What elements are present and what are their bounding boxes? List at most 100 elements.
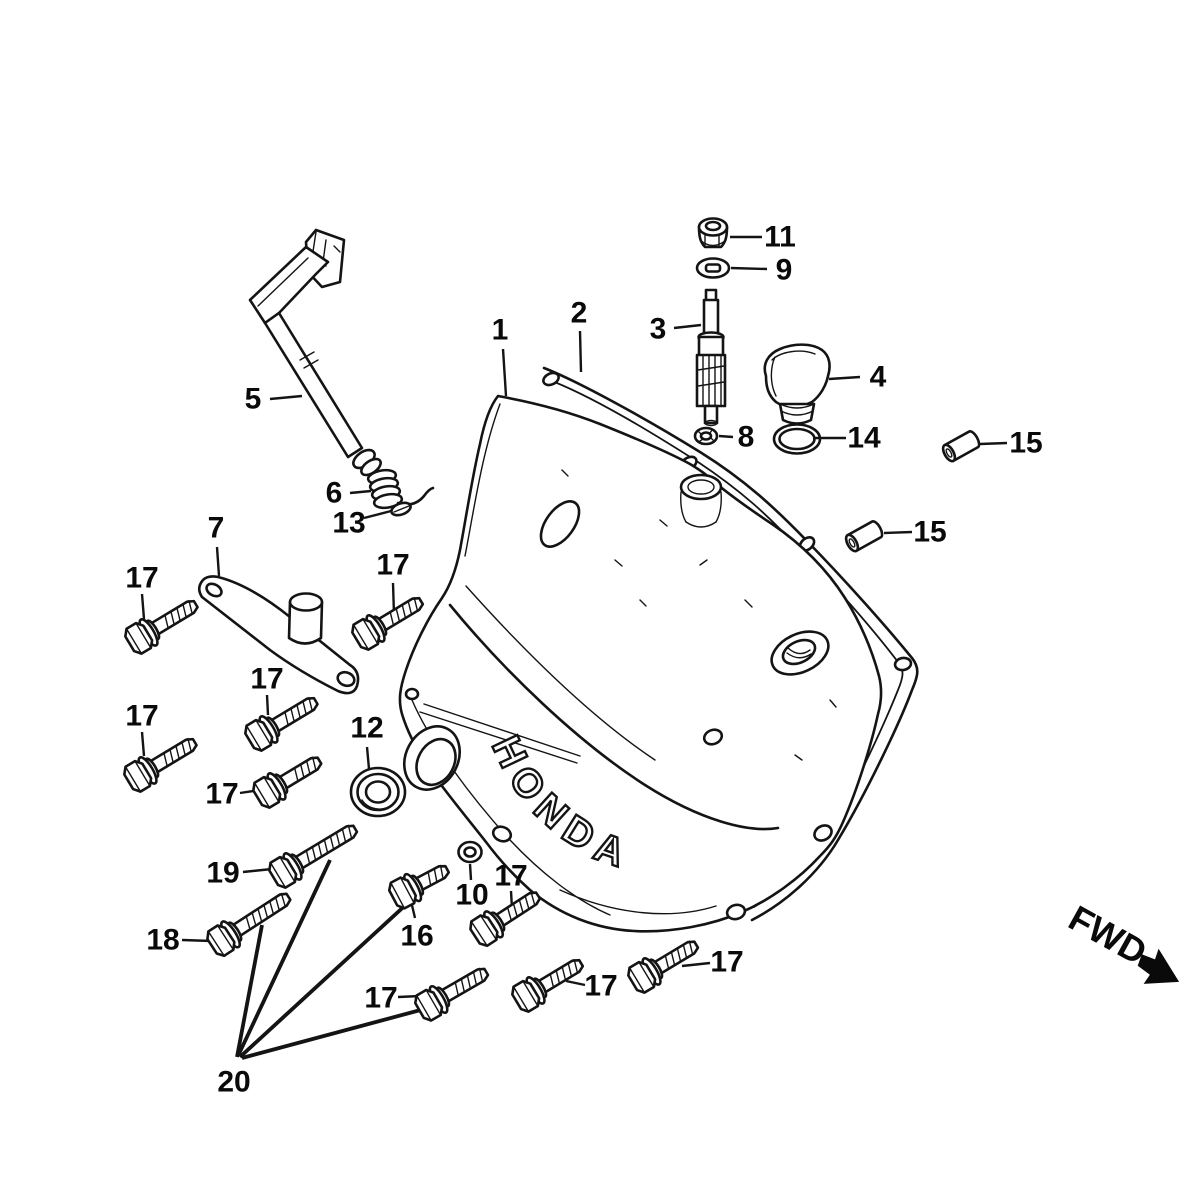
callout-label-18: 18 (146, 924, 179, 957)
flange-bolt-17 (627, 940, 700, 994)
callout-label-13: 13 (332, 507, 365, 540)
callout-label-9: 9 (776, 254, 793, 287)
flange-bolt-16 (387, 864, 451, 910)
leader-line (269, 394, 303, 401)
callout-11: 11 (730, 221, 796, 254)
leader-line (265, 694, 270, 716)
flange-bolt-18 (206, 892, 292, 958)
callout-14: 14 (813, 422, 881, 455)
leader-line (349, 489, 372, 495)
fwd-arrow-icon (1137, 948, 1180, 984)
washer-8 (693, 426, 719, 446)
callout-label-17: 17 (494, 860, 527, 893)
callout-label-8: 8 (738, 421, 755, 454)
callout-label-17: 17 (205, 778, 238, 811)
washer-9 (695, 257, 731, 279)
callout-label-2: 2 (571, 297, 588, 330)
dowel-pin-15 (844, 520, 884, 553)
flange-bolt-17 (244, 696, 319, 752)
callout-18: 18 (146, 924, 213, 957)
leader-line (468, 863, 473, 881)
callout-3: 3 (650, 313, 702, 346)
callout-17: 17 (565, 970, 618, 1003)
callout-label-19: 19 (206, 857, 239, 890)
callout-label-12: 12 (350, 712, 383, 745)
washer-10 (457, 840, 483, 864)
pump-gear-shaft (695, 288, 727, 427)
clutch-lever-shaft (248, 228, 382, 477)
oil-filler-cap (763, 343, 831, 425)
callout-label-6: 6 (326, 477, 343, 510)
flange-bolt-17 (124, 599, 199, 655)
bracket (197, 575, 360, 695)
leader-line (235, 924, 264, 1058)
callout-17: 17 (364, 982, 422, 1015)
callout-8: 8 (718, 421, 755, 454)
leader-line (718, 434, 734, 439)
callout-label-17: 17 (250, 663, 283, 696)
leader-line (828, 375, 861, 381)
callout-label-10: 10 (455, 879, 488, 912)
callout-17: 17 (125, 562, 159, 620)
nut (697, 217, 729, 249)
callout-label-14: 14 (847, 422, 881, 455)
leader-line (681, 961, 711, 968)
leader-line (365, 746, 371, 770)
callout-20: 20 (217, 859, 429, 1099)
hardware-layer (123, 430, 981, 1022)
callout-17: 17 (250, 663, 284, 716)
flange-bolt-19 (268, 824, 359, 889)
callout-label-15: 15 (913, 516, 946, 549)
callout-17: 17 (205, 778, 261, 811)
leader-line (565, 979, 586, 987)
callout-12: 12 (350, 712, 384, 770)
leader-line (883, 530, 913, 535)
oil-seal (349, 766, 407, 818)
leader-line (363, 509, 392, 520)
leader-line (501, 348, 508, 397)
callout-label-4: 4 (870, 361, 887, 394)
callout-7: 7 (208, 512, 224, 577)
callout-15: 15 (979, 427, 1043, 460)
callout-label-16: 16 (400, 920, 433, 953)
flange-bolt-17 (413, 967, 490, 1022)
leader-line (979, 441, 1008, 446)
leader-line (673, 323, 702, 330)
leader-line (215, 546, 221, 577)
leader-line (242, 867, 273, 874)
callout-2: 2 (571, 297, 588, 373)
leader-line (140, 731, 146, 757)
callout-16: 16 (400, 900, 434, 953)
dowel-pin-15 (941, 430, 981, 463)
callout-label-5: 5 (245, 383, 262, 416)
clutch-cover: HONDA (398, 394, 883, 933)
callout-19: 19 (206, 857, 273, 890)
leader-line (241, 1006, 429, 1060)
clip (390, 501, 412, 517)
callout-4: 4 (828, 361, 887, 394)
callout-17: 17 (494, 860, 528, 910)
flange-bolt-17 (469, 891, 542, 948)
flange-bolt-17 (351, 596, 425, 651)
leader-line (578, 330, 583, 373)
fwd-marker: FWD (1062, 897, 1180, 984)
leader-line (730, 266, 768, 271)
callout-label-11: 11 (764, 221, 796, 254)
callout-9: 9 (730, 254, 793, 287)
callout-label-17: 17 (376, 549, 409, 582)
flange-bolt-17 (252, 756, 323, 809)
callout-13: 13 (332, 507, 392, 540)
callout-15: 15 (883, 516, 947, 549)
callout-6: 6 (326, 477, 372, 510)
callout-label-15: 15 (1009, 427, 1042, 460)
leader-line (238, 899, 412, 1059)
callout-17: 17 (125, 700, 159, 757)
callout-17: 17 (681, 946, 744, 979)
callout-5: 5 (245, 383, 303, 416)
callout-label-1: 1 (492, 314, 509, 347)
leader-line (140, 593, 146, 620)
callout-label-17: 17 (364, 982, 397, 1015)
callout-label-3: 3 (650, 313, 667, 346)
